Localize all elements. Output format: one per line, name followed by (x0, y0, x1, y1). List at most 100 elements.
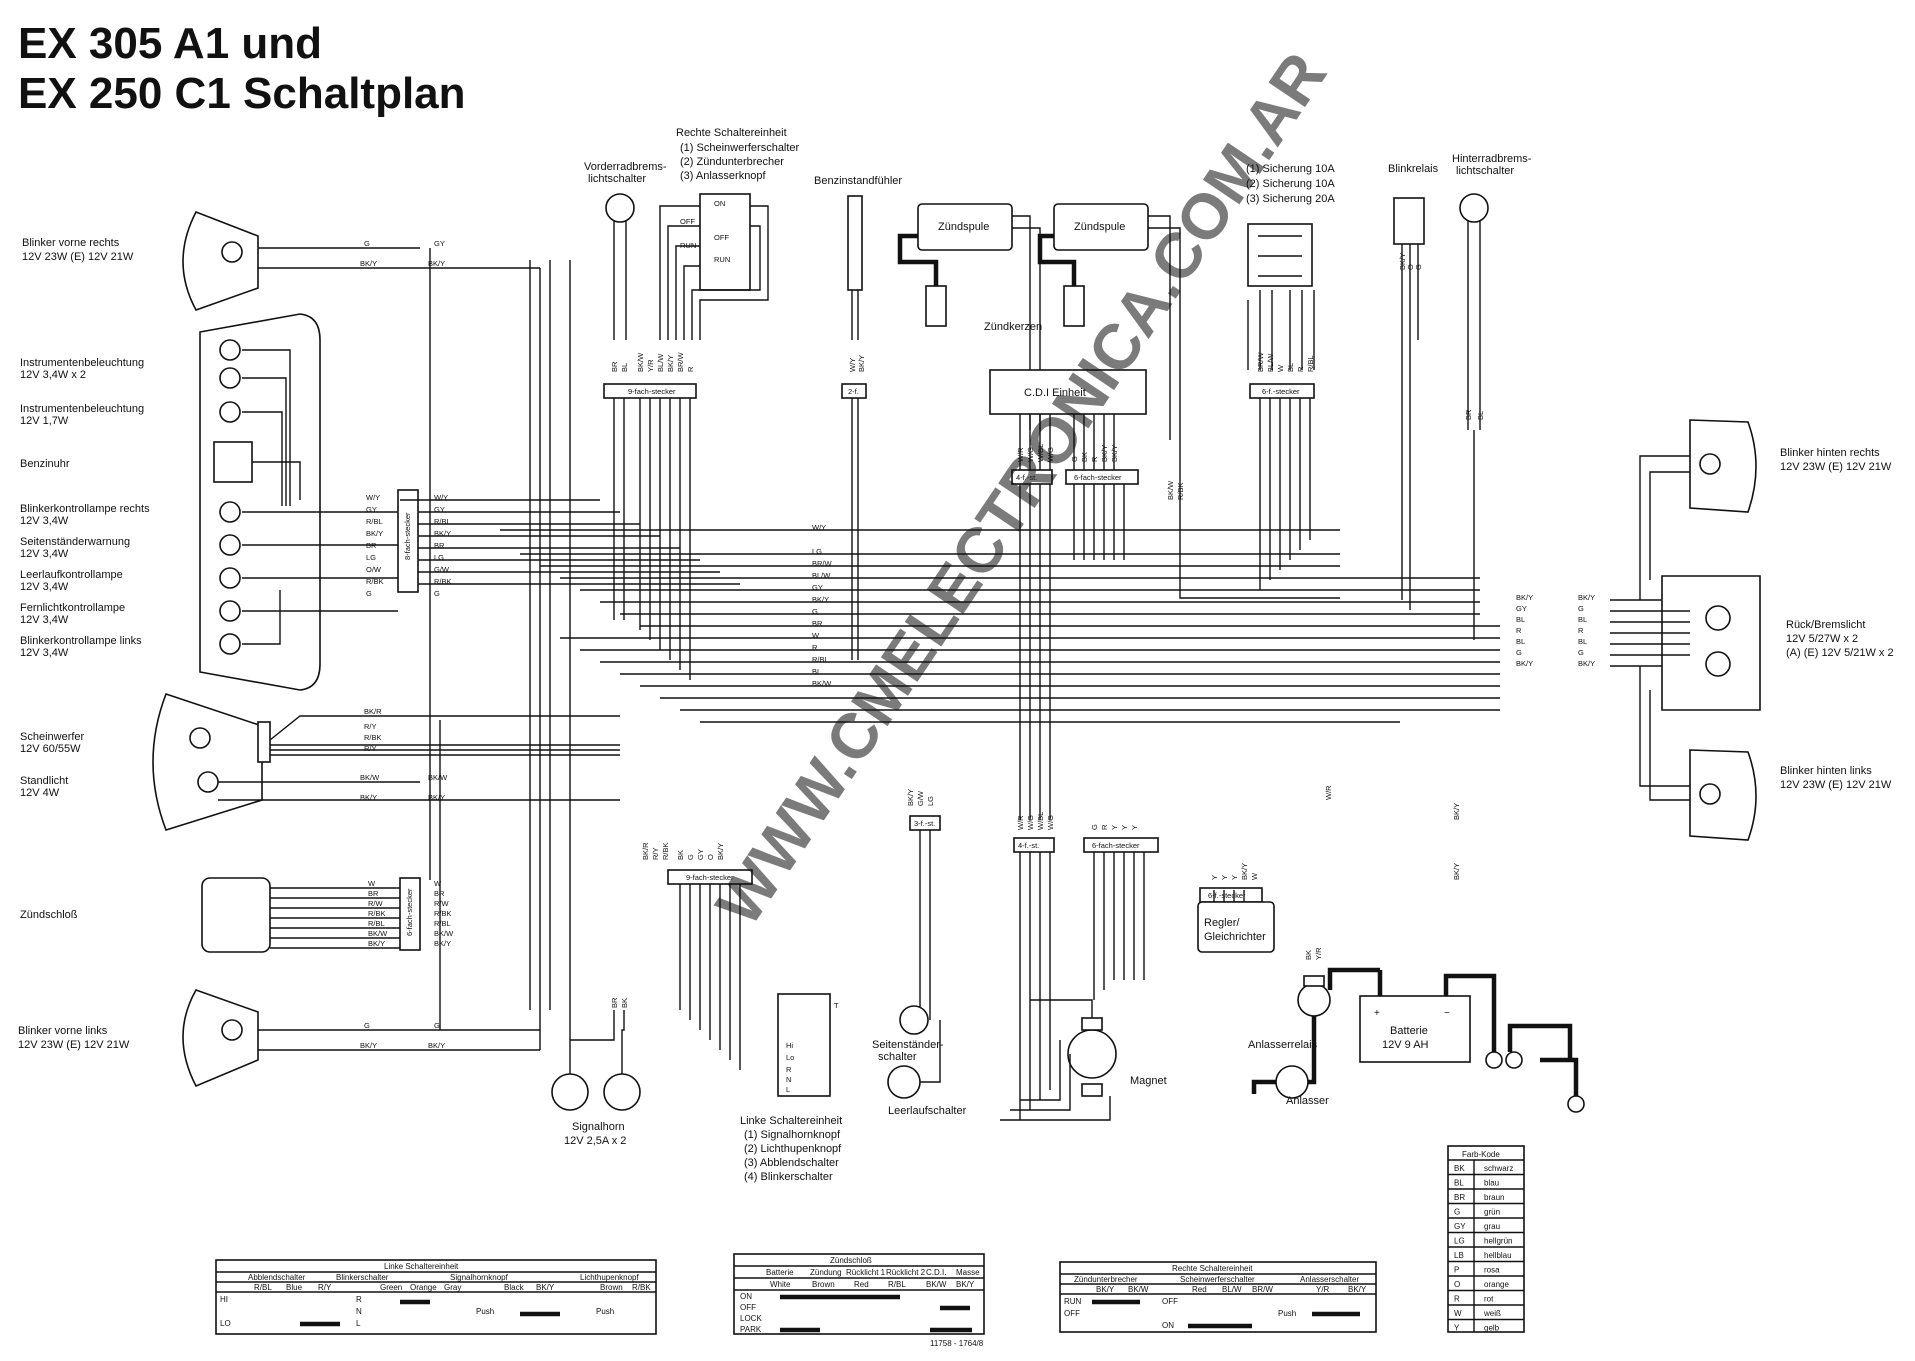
wire-igr-2: R/W (434, 899, 450, 908)
label-blinker-hinten-rechts-spec: 12V 23W (E) 12V 21W (1780, 461, 1892, 473)
vwire-fuse-0: BR/W (1256, 351, 1265, 372)
color-code-title: Farb-Kode (1462, 1150, 1500, 1159)
left-switch-unit: Hi Lo R N L T Linke Schaltereinheit (1) … (740, 993, 842, 1183)
wire-rear-6: BK/Y (1516, 659, 1533, 668)
color-code-name: schwarz (1484, 1164, 1513, 1173)
wire-hl-0: BK/R (364, 707, 382, 716)
label-instrumentenbeleuchtung-2-spec: 12V 1,7W (20, 415, 69, 427)
wire-inst-0: W/Y (366, 493, 380, 502)
color-code-abbr: O (1454, 1280, 1460, 1289)
diagram-title-line1: EX 305 A1 und (18, 19, 322, 68)
table-left-c4: Orange (410, 1283, 437, 1292)
table-left-r4: L (356, 1319, 361, 1328)
vwire-b9-4: G (686, 854, 695, 860)
table-left-r1: LO (220, 1319, 231, 1328)
label-leerlaufkontrollampe-spec: 12V 3,4W (20, 581, 69, 593)
vwire-hint-0: BR (1464, 409, 1473, 420)
color-code-name: rot (1484, 1295, 1494, 1304)
diagram-title-line2: EX 250 C1 Schaltplan (18, 69, 466, 118)
table-left-c3: Green (380, 1283, 402, 1292)
label-vorderradbremslicht-2: lichtschalter (588, 173, 646, 185)
table-right-h2: Anlasserschalter (1300, 1275, 1359, 1284)
label-blinkerkontrollampe-rechts: Blinkerkontrollampe rechts (20, 503, 150, 515)
watermark: WWW.CMELECTRONICA.COM.AR (702, 40, 1340, 938)
wire-gy-1: GY (434, 239, 445, 248)
right-switch-off2: OFF (714, 233, 729, 242)
wire-igr-0: W (434, 879, 442, 888)
label-linke-item-3: (3) Abblendschalter (744, 1157, 839, 1169)
label-linke-item-1: (1) Signalhornknopf (744, 1129, 841, 1141)
label-anlasserrelais: Anlasserrelais (1248, 1039, 1318, 1051)
wire-inst-7: R/BK (366, 577, 384, 586)
vwire-top9-6: BR/W (676, 351, 685, 372)
fuel-sender: Benzinstandfühler (814, 175, 902, 340)
label-seitenstaenderwarnung: Seitenständerwarnung (20, 536, 130, 548)
label-linke-schaltereinheit: Linke Schaltereinheit (740, 1115, 842, 1127)
label-blinkrelais: Blinkrelais (1388, 163, 1439, 175)
table-mid-h4: C.D.I. (926, 1268, 946, 1277)
vwire-cdiout-0: BK/W (1166, 480, 1175, 500)
vwire-blink-0: BK/Y (1398, 253, 1407, 270)
wire-inst-3: BK/Y (366, 529, 383, 538)
left-switch-lo: Lo (786, 1053, 794, 1062)
color-code-abbr: LB (1454, 1251, 1464, 1260)
vwire-b3-1: G/W (916, 790, 925, 806)
left-switch-t: T (834, 1001, 839, 1010)
instrument-connector (397, 489, 419, 593)
table-right-title: Rechte Schaltereinheit (1172, 1264, 1253, 1273)
vwire-blink-1: O (1406, 264, 1415, 270)
front-left-blinker (182, 989, 540, 1088)
vwire-top9-1: BL (620, 363, 629, 372)
color-code-abbr: G (1454, 1208, 1460, 1217)
table-mid-r1: OFF (740, 1303, 756, 1312)
vwire-b4-3: W/G (1046, 815, 1055, 830)
table-left-h0: Abblendschalter (248, 1273, 306, 1282)
table-left-c2: R/Y (318, 1283, 332, 1292)
vwire-cdi6-0: G (1070, 456, 1079, 462)
battery: + − Batterie 12V 9 AH (1359, 970, 1585, 1113)
vwire-top2-1: BK/Y (857, 355, 866, 372)
rear-left-blinker: Blinker hinten links 12V 23W (E) 12V 21W (1639, 666, 1892, 841)
label-blinker-hinten-rechts: Blinker hinten rechts (1780, 447, 1880, 459)
wire-fl-3: BK/Y (428, 1041, 445, 1050)
table-mid-c3: R/BL (888, 1280, 906, 1289)
wire-rear-3: R (1516, 626, 1522, 635)
tail-brake-light: Rück/Bremslicht 12V 5/27W x 2 (A) (E) 12… (1610, 575, 1894, 711)
label-benzinuhr: Benzinuhr (20, 458, 70, 470)
table-right-h0: Zündunterbrecher (1074, 1275, 1138, 1284)
vwire-b9-7: BK/Y (716, 843, 725, 860)
wire-rearr-5: G (1578, 648, 1584, 657)
vwire-horn-1: BK (620, 998, 629, 1008)
table-right-r1: OFF (1064, 1309, 1080, 1318)
vwire-top2-0: W/Y (848, 358, 857, 372)
wire-rear-1: GY (1516, 604, 1527, 613)
right-switch-unit-label: Rechte Schaltereinheit (1) Scheinwerfers… (676, 127, 800, 182)
vwire-top9-2: BK/W (636, 352, 645, 372)
vwire-hint-1: BL (1476, 411, 1485, 420)
front-brake-switch: Vorderradbrems- lichtschalter (584, 161, 667, 340)
vwire-cdil-1: W/G (1026, 447, 1035, 462)
color-code-name: rosa (1484, 1266, 1500, 1275)
label-sicherung-1: (1) Sicherung 10A (1246, 163, 1335, 175)
label-rueck-bremslicht-spec1: 12V 5/27W x 2 (1786, 633, 1858, 645)
wire-bus-1: LG (812, 547, 822, 556)
wire-igr-1: BR (434, 889, 445, 898)
table-left-r6: Push (596, 1307, 614, 1316)
connector-6-cdi: 6-fach-stecker (1074, 473, 1122, 482)
vwire-cdil-3: W/G (1046, 447, 1055, 462)
wire-igr-3: R/BK (434, 909, 452, 918)
connector-9-bottom: 9-fach-stecker (686, 873, 734, 882)
headlight (152, 692, 620, 831)
table-mid-c2: Red (854, 1280, 869, 1289)
battery-minus: − (1444, 1008, 1450, 1019)
label-scheinwerfer: Scheinwerfer (20, 731, 85, 743)
vwire-cdi6-1: BK (1080, 452, 1089, 462)
wire-bus-2: BR/W (812, 559, 833, 568)
regulator-rectifier: Regler/ Gleichrichter (1197, 901, 1275, 953)
wire-ig-2: R/W (368, 899, 384, 908)
table-left-h3: Lichthupenknopf (580, 1273, 639, 1282)
vertical-wire-runs (613, 340, 1475, 1120)
label-magnet: Magnet (1130, 1075, 1167, 1087)
wire-rear-4: BL (1516, 637, 1525, 646)
